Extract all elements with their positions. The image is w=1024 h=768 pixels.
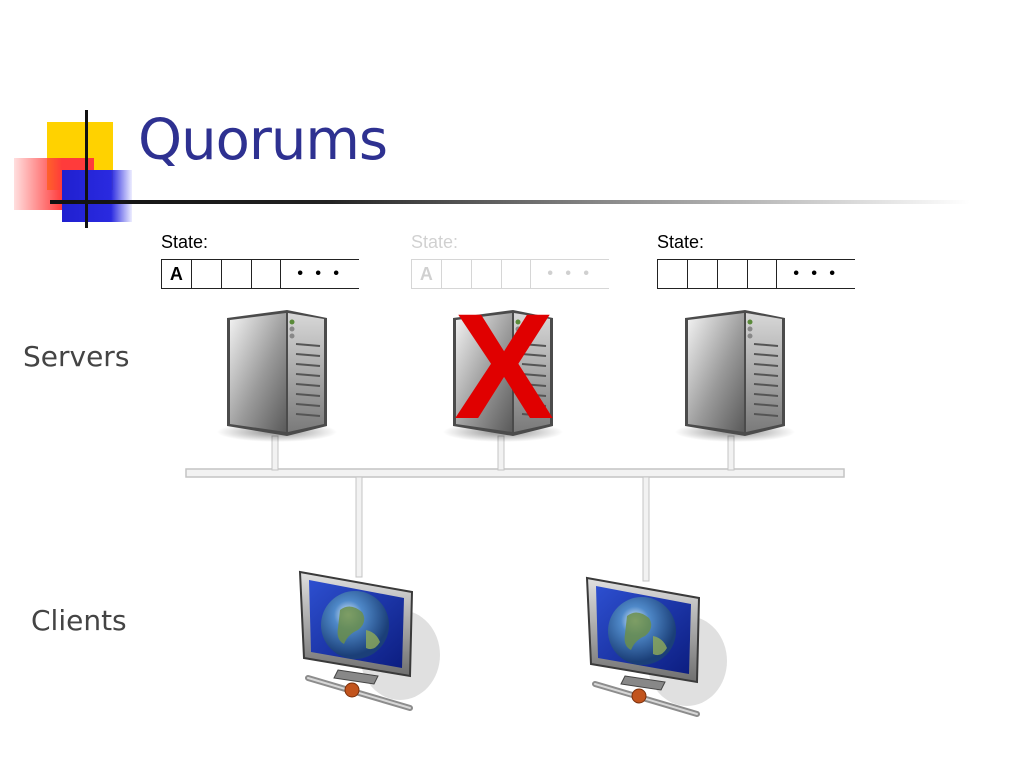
server-1-icon [216, 309, 338, 443]
failure-x-icon: X [454, 282, 554, 450]
state-cell: A [412, 260, 442, 288]
servers-label: Servers [23, 340, 130, 373]
state-ellipsis: • • • [297, 265, 344, 282]
state-log: A • • • [411, 259, 609, 289]
server-1-state: State: A • • • [161, 232, 359, 289]
state-cell [688, 260, 718, 288]
title-decoration-line [85, 110, 88, 228]
state-label: State: [657, 232, 705, 252]
state-cell [502, 260, 532, 288]
server-2-state: State: A • • • [411, 232, 609, 289]
client-2-icon [587, 578, 727, 714]
slide-title: Quorums [138, 108, 388, 173]
network-bus [185, 435, 845, 582]
state-ellipsis: • • • [547, 265, 594, 282]
title-decoration-blue [62, 170, 132, 222]
clients-label: Clients [31, 604, 127, 637]
state-log: • • • [657, 259, 855, 289]
state-label: State: [161, 232, 209, 252]
state-cell [658, 260, 688, 288]
state-cell [192, 260, 222, 288]
client-1-icon [300, 572, 440, 708]
title-rule [50, 200, 970, 204]
state-cell [442, 260, 472, 288]
state-cell [472, 260, 502, 288]
server-3-icon [674, 309, 796, 443]
state-cell [748, 260, 778, 288]
state-cell [252, 260, 282, 288]
state-cell: A [162, 260, 192, 288]
state-cell [222, 260, 252, 288]
state-cell [718, 260, 748, 288]
server-3-state: State: • • • [657, 232, 855, 289]
state-ellipsis: • • • [793, 265, 840, 282]
state-label: State: [411, 232, 459, 252]
state-log: A • • • [161, 259, 359, 289]
